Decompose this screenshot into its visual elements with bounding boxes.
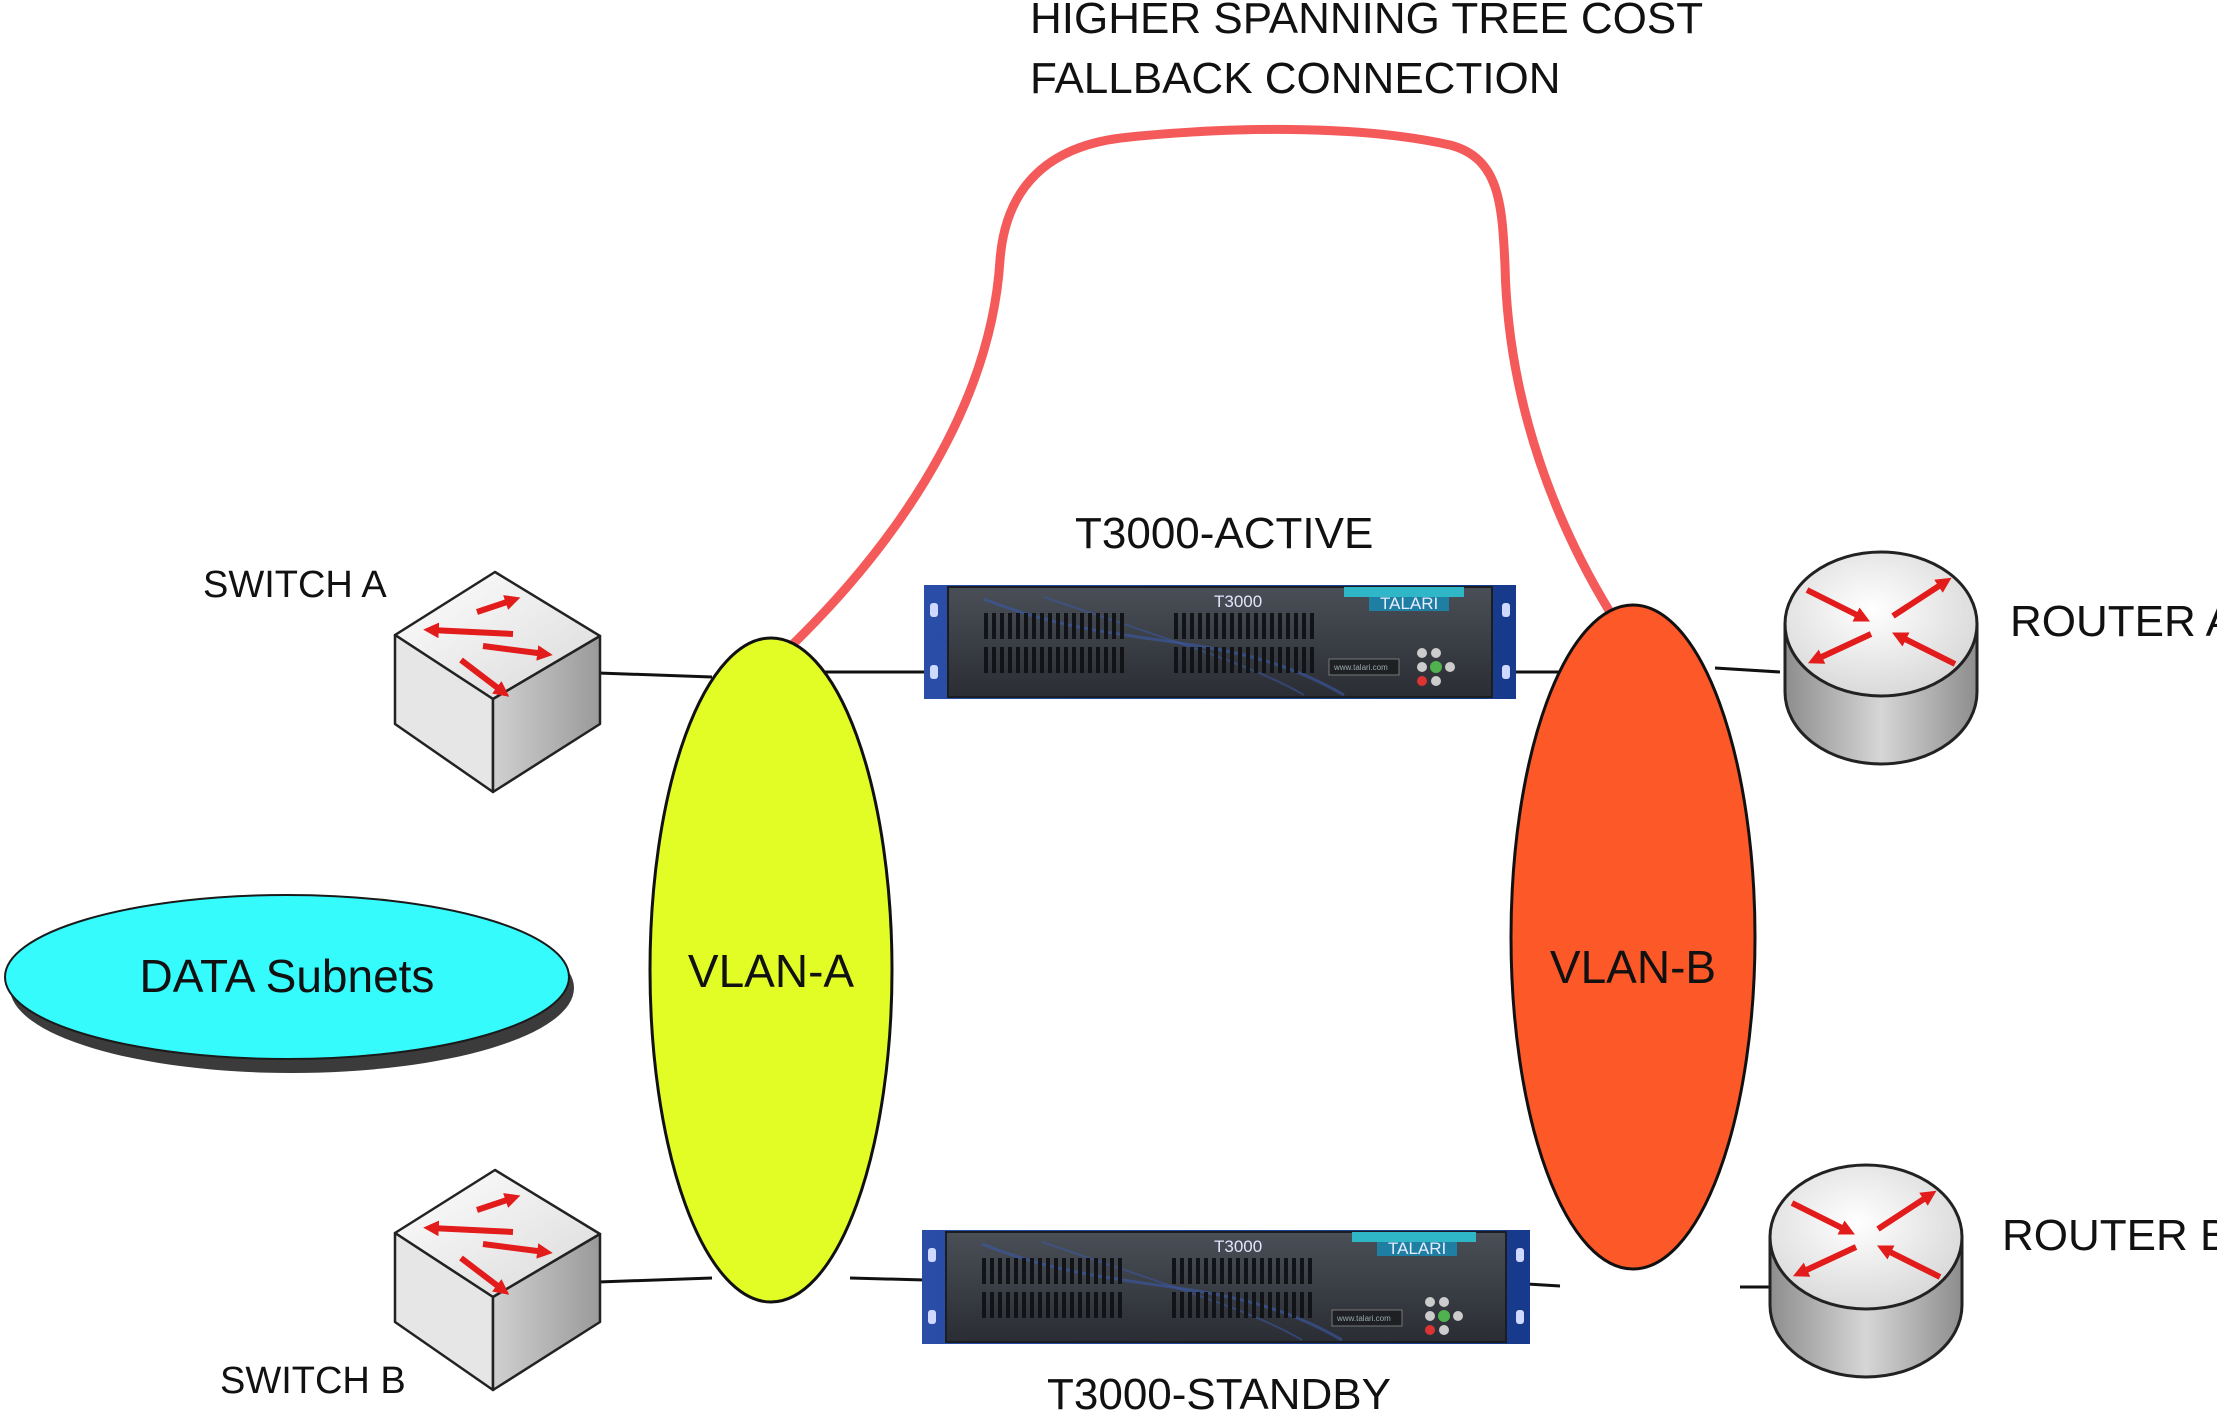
router-a-label: ROUTER A bbox=[2010, 597, 2217, 646]
t3000-active-label: T3000-ACTIVE bbox=[1075, 509, 1373, 558]
t3000-standby-appliance: T3000 TALARI www.talari.com bbox=[922, 1230, 1530, 1344]
vlan-a-label: VLAN-A bbox=[688, 945, 854, 997]
router-b-label: ROUTER B bbox=[2002, 1211, 2217, 1260]
control-buttons-icon bbox=[1417, 648, 1455, 686]
link-switch-a-vlan-a bbox=[597, 671, 713, 679]
router-arrows-icon bbox=[1805, 577, 1957, 667]
t3000-active-appliance: T3000 TALARI www.talari.com bbox=[924, 585, 1516, 699]
data-subnets-label: DATA Subnets bbox=[140, 950, 435, 1002]
switch-a-label: SWITCH A bbox=[203, 564, 387, 606]
vent-grille bbox=[984, 613, 1124, 673]
url-label: www.talari.com bbox=[1336, 1314, 1391, 1323]
vent-grille bbox=[982, 1258, 1122, 1318]
switch-a bbox=[393, 570, 602, 794]
router-arrows-icon bbox=[1790, 1190, 1942, 1280]
vlan-b-ellipse bbox=[1509, 603, 1757, 1271]
router-b bbox=[1768, 1163, 1964, 1379]
vent-grille bbox=[1174, 613, 1314, 673]
t3000-standby-label: T3000-STANDBY bbox=[1047, 1370, 1391, 1412]
t3000-model-label: T3000 bbox=[1214, 1237, 1262, 1256]
switch-b-label: SWITCH B bbox=[220, 1360, 406, 1402]
router-a bbox=[1783, 550, 1979, 766]
talari-brand-label: TALARI bbox=[1388, 1239, 1446, 1258]
link-switch-b-vlan-a bbox=[597, 1276, 713, 1284]
switch-arrows-icon bbox=[423, 595, 553, 697]
vlan-b: VLAN-B bbox=[1509, 603, 1757, 1271]
link-vlan-b-router-a bbox=[1714, 666, 1781, 674]
switch-arrows-icon bbox=[423, 1193, 553, 1295]
switch-b bbox=[393, 1168, 602, 1392]
link-standby-vlan-b bbox=[1526, 1282, 1561, 1288]
t3000-model-label: T3000 bbox=[1214, 592, 1262, 611]
url-label: www.talari.com bbox=[1333, 663, 1388, 672]
fallback-label-line1: HIGHER SPANNING TREE COST bbox=[1030, 0, 1703, 43]
vlan-b-label: VLAN-B bbox=[1550, 941, 1716, 993]
data-subnets-cloud: DATA Subnets bbox=[4, 894, 574, 1073]
data-subnets-ellipse bbox=[4, 894, 570, 1060]
control-buttons-icon bbox=[1425, 1297, 1463, 1335]
vent-grille bbox=[1172, 1258, 1312, 1318]
fallback-connection-link bbox=[785, 124, 1615, 652]
vlan-a-ellipse bbox=[648, 636, 894, 1304]
link-vlan-a-standby bbox=[849, 1276, 926, 1282]
connection-lines bbox=[597, 666, 1781, 1289]
talari-brand-label: TALARI bbox=[1380, 594, 1438, 613]
fallback-label-line2: FALLBACK CONNECTION bbox=[1030, 54, 1561, 103]
vlan-a: VLAN-A bbox=[648, 636, 894, 1304]
